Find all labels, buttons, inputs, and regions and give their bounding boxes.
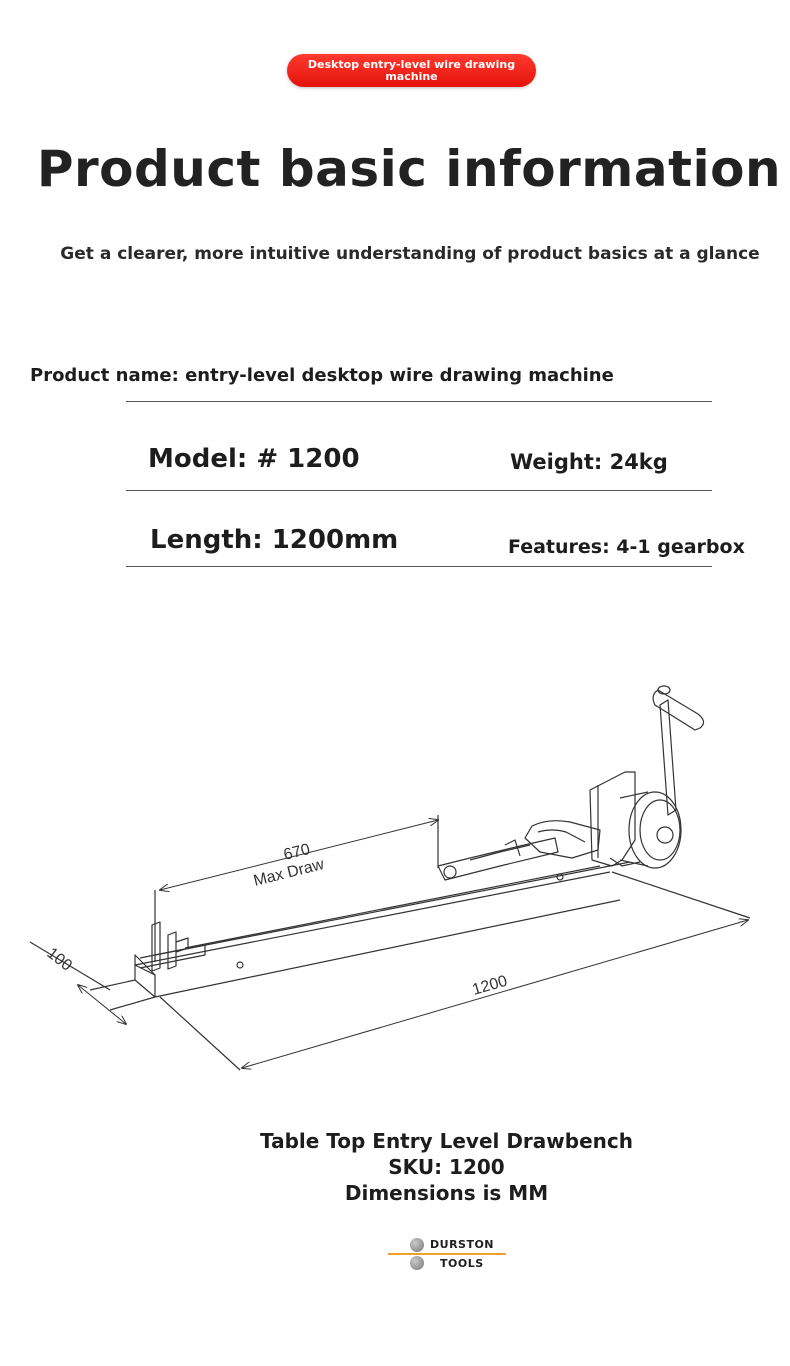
page-title: Product basic information (36, 140, 782, 198)
gearbox (589, 771, 636, 867)
crank-arm (659, 699, 677, 816)
divider (126, 566, 712, 567)
dim-width-line (78, 985, 126, 1024)
logo-circle-icon (410, 1256, 424, 1270)
page-subtitle: Get a clearer, more intuitive understand… (60, 244, 760, 264)
product-name: Product name: entry-level desktop wire d… (30, 365, 614, 386)
caption-title: Table Top Entry Level Drawbench (260, 1129, 633, 1153)
badge-line-1: Desktop entry-level wire drawing (307, 58, 516, 71)
draw-carriage (437, 837, 559, 881)
weight-spec: Weight: 24kg (510, 450, 668, 474)
badge-line-2: machine (385, 70, 438, 83)
crank-handle (652, 689, 705, 731)
dim-max-draw-value: 670 (282, 841, 312, 864)
rail-top-edge (154, 861, 631, 956)
durston-tools-logo: DURSTON TOOLS (388, 1234, 506, 1274)
length-spec: Length: 1200mm (150, 525, 399, 555)
dim-max-draw-line (160, 820, 438, 890)
dim-length-value: 1200 (470, 973, 509, 999)
features-spec: Features: 4-1 gearbox (508, 536, 745, 558)
divider (126, 490, 712, 491)
rail-front-bottom (154, 899, 621, 998)
logo-circle-icon (410, 1238, 424, 1252)
caption-sku: SKU: 1200 (388, 1155, 505, 1179)
rail-back (184, 865, 601, 949)
divider (126, 401, 712, 402)
drawbench-drawing: 670 Max Draw 1200 100 (29, 685, 751, 1071)
dim-width-value: 100 (44, 945, 76, 975)
model-spec: Model: # 1200 (148, 444, 360, 474)
caption-dimensions: Dimensions is MM (344, 1181, 549, 1205)
logo-text-durston: DURSTON (430, 1238, 495, 1251)
logo-accent-bar (388, 1253, 506, 1255)
product-badge: Desktop entry-level wire drawing machine (287, 54, 536, 87)
dim-length-line (242, 920, 748, 1068)
logo-text-tools: TOOLS (440, 1257, 484, 1270)
